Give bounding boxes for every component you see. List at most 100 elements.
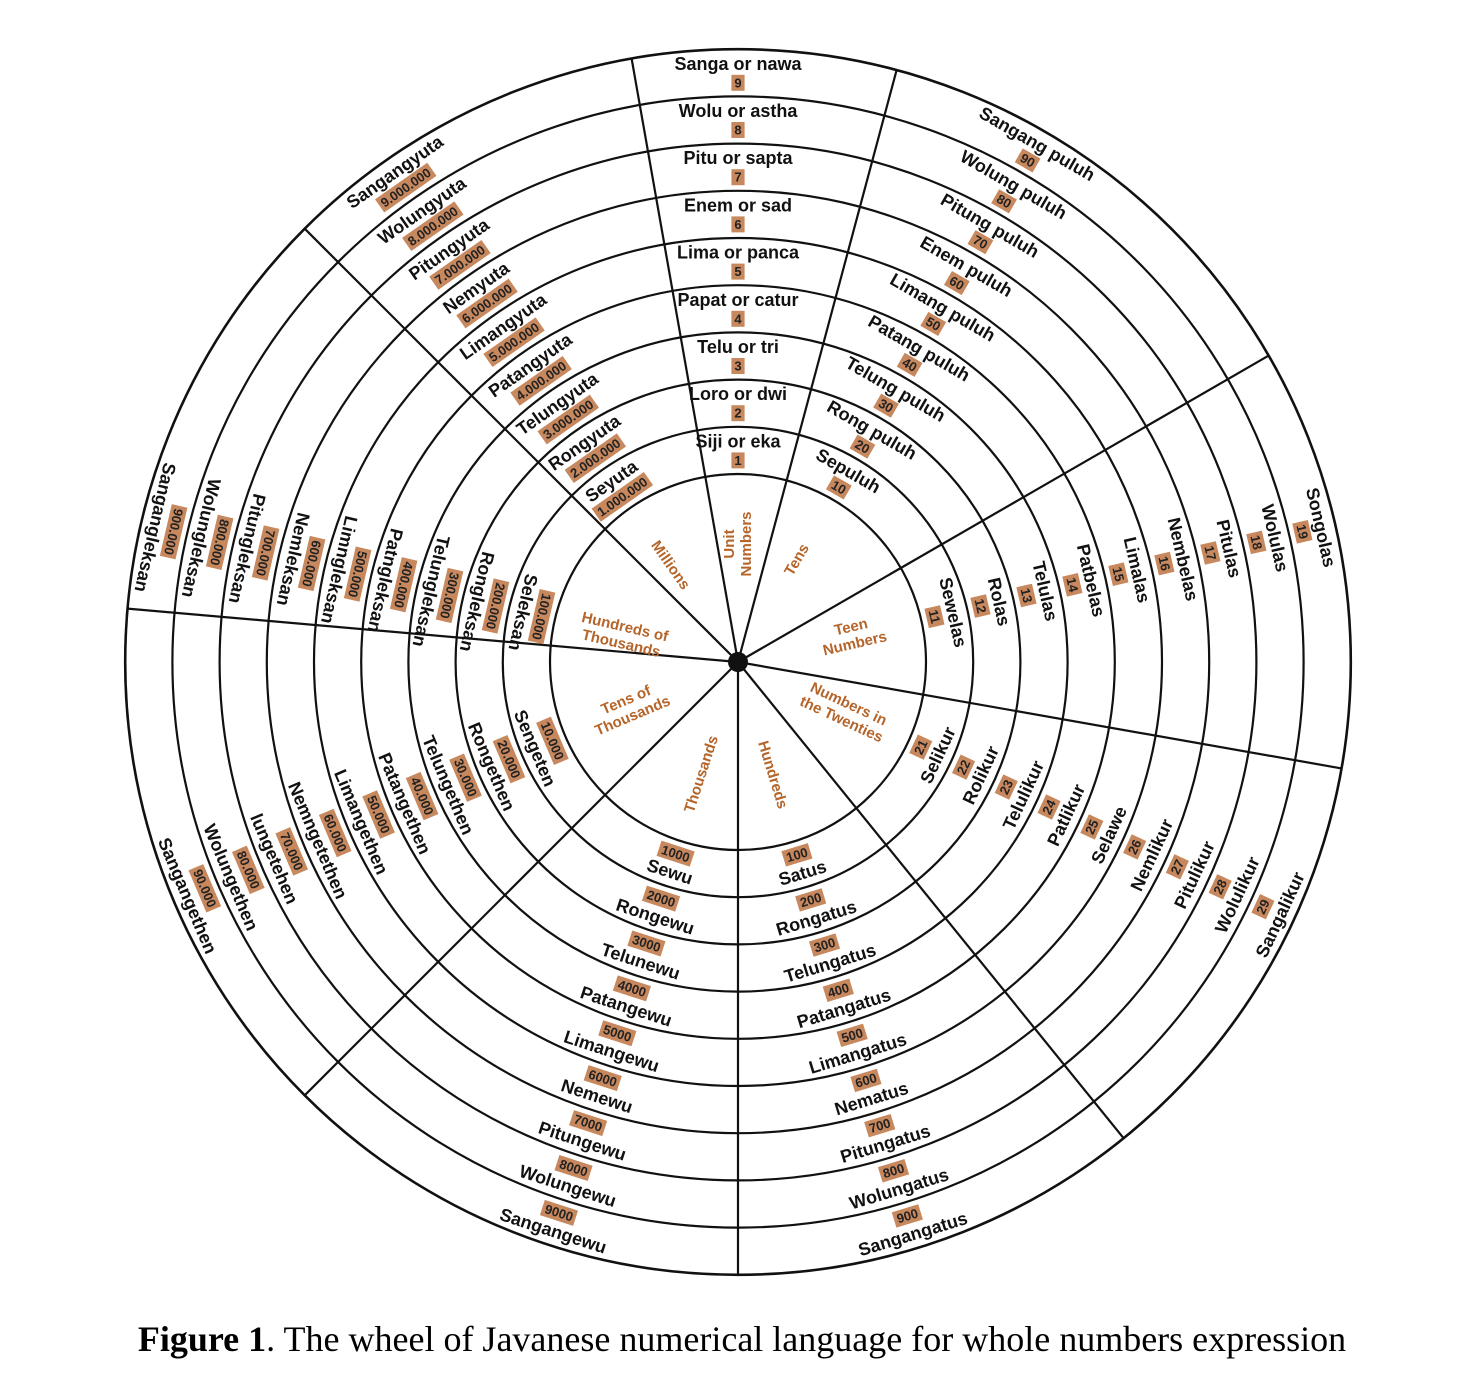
number-value: 600 xyxy=(853,1070,878,1091)
number-highlight xyxy=(795,888,827,912)
sector-divider-6 xyxy=(303,661,739,1097)
number-value: 25 xyxy=(1082,817,1102,836)
number-highlight xyxy=(1251,894,1275,920)
number-value: 20 xyxy=(852,436,872,456)
number-highlight xyxy=(850,1068,882,1093)
number-value: 9 xyxy=(734,75,741,90)
number-word: Telu or tri xyxy=(697,337,779,357)
category-label-line: Unit xyxy=(721,529,738,558)
number-highlight xyxy=(627,930,666,957)
number-word: Enem or sad xyxy=(684,195,792,215)
number-value: 22 xyxy=(954,757,974,776)
number-value: 70 xyxy=(970,232,990,252)
number-highlight xyxy=(943,271,970,296)
caption-label: Figure 1 xyxy=(137,1319,267,1359)
number-value: 5 xyxy=(734,264,741,279)
number-value: 16 xyxy=(1155,555,1173,572)
number-value: 90 xyxy=(1018,150,1038,170)
category-label-line: Millions xyxy=(647,538,693,593)
number-highlight xyxy=(731,263,745,280)
number-value: 4 xyxy=(734,311,742,326)
number-word: Papat or catur xyxy=(677,290,798,310)
number-highlight xyxy=(1108,562,1129,586)
number-highlight xyxy=(492,734,526,784)
number-highlight xyxy=(1208,874,1232,900)
category-millions: Millions xyxy=(647,538,693,593)
number-highlight xyxy=(612,975,652,1002)
number-highlight xyxy=(429,240,491,290)
number-highlight xyxy=(591,472,654,522)
number-highlight xyxy=(822,978,854,1002)
number-highlight xyxy=(598,1020,637,1047)
category-label-line: Thousands xyxy=(681,734,722,815)
category-hundreds: Hundreds xyxy=(754,739,791,811)
number-value: 800 xyxy=(881,1160,906,1181)
number-highlight xyxy=(991,189,1017,214)
number-value: 10 xyxy=(829,477,849,497)
number-highlight xyxy=(731,358,745,374)
number-value: 100 xyxy=(784,844,809,865)
number-highlight xyxy=(1016,583,1037,608)
number-highlight xyxy=(554,1154,593,1181)
sector-divider-2 xyxy=(737,354,1270,663)
number-highlight xyxy=(389,557,418,613)
number-highlight xyxy=(205,514,234,570)
number-highlight xyxy=(481,578,510,634)
number-highlight xyxy=(583,1065,622,1092)
number-highlight xyxy=(251,525,280,581)
number-word: Siji or eka xyxy=(695,431,781,451)
number-value: 19 xyxy=(1293,523,1311,540)
number-word: Lima or panca xyxy=(677,243,800,263)
number-value: 13 xyxy=(1018,587,1036,604)
number-highlight xyxy=(188,864,222,913)
number-highlight xyxy=(231,845,265,895)
number-highlight xyxy=(873,393,899,418)
number-highlight xyxy=(435,567,464,624)
number-highlight xyxy=(849,434,876,459)
number-highlight xyxy=(569,1110,608,1137)
number-highlight xyxy=(1062,573,1083,597)
number-highlight xyxy=(808,933,841,957)
number-value: 17 xyxy=(1201,544,1219,561)
number-word: Sanga or nawa xyxy=(674,54,802,74)
number-highlight xyxy=(1165,854,1189,880)
sector-divider-1 xyxy=(736,69,898,663)
sector-divider-4 xyxy=(737,661,1125,1139)
category-label-line: Numbers xyxy=(738,511,755,576)
number-highlight xyxy=(318,808,352,858)
number-highlight xyxy=(641,885,681,912)
number-value: 8 xyxy=(734,123,741,138)
number-value: 26 xyxy=(1125,837,1145,856)
number-highlight xyxy=(297,535,326,592)
number-highlight xyxy=(731,216,745,233)
number-value: 500 xyxy=(840,1025,865,1046)
number-highlight xyxy=(731,169,745,186)
number-highlight xyxy=(781,843,813,867)
figure-caption: Figure 1. The wheel of Javanese numerica… xyxy=(0,1318,1484,1360)
number-highlight xyxy=(1292,520,1313,544)
number-value: 40 xyxy=(900,355,920,375)
number-highlight xyxy=(536,716,569,765)
number-highlight xyxy=(967,230,994,255)
number-highlight xyxy=(343,546,372,602)
number-value: 18 xyxy=(1247,534,1265,551)
number-value: 30 xyxy=(876,396,896,416)
number-highlight xyxy=(924,605,945,629)
number-highlight xyxy=(951,754,976,780)
number-highlight xyxy=(456,278,518,329)
number-highlight xyxy=(527,589,556,645)
number-highlight xyxy=(564,433,627,484)
